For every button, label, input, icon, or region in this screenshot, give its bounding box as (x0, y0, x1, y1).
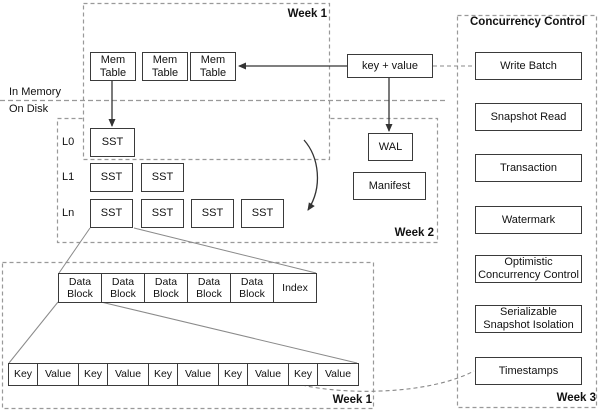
memtable-box-3: Mem Table (190, 52, 236, 81)
sst-box-ln-3: SST (191, 199, 234, 228)
data-block-cell: Data Block (187, 273, 231, 303)
data-block-cell: Data Block (58, 273, 102, 303)
compaction-curved-arrow (303, 139, 319, 211)
value-cell: Value (247, 363, 289, 386)
week3-label: Week 3 (556, 392, 596, 404)
on-disk-label: On Disk (9, 103, 49, 115)
key-cell: Key (8, 363, 38, 386)
week1-sst-detail-label: Week 1 (332, 394, 372, 406)
sst-box-ln-1: SST (90, 199, 133, 228)
key-cell: Key (78, 363, 108, 386)
key-cell: Key (218, 363, 248, 386)
value-cell: Value (107, 363, 149, 386)
level-label-ln: Ln (62, 207, 75, 219)
write-batch-box: Write Batch (475, 52, 582, 80)
sst-expansion-line-left (58, 227, 91, 274)
snapshot-read-box: Snapshot Read (475, 103, 582, 131)
key-timestamps-dashed-curve (301, 370, 475, 392)
sst-expansion-line-right (133, 227, 317, 274)
block-expansion-line-right (100, 301, 358, 364)
value-cell: Value (37, 363, 79, 386)
data-block-cell: Data Block (101, 273, 145, 303)
data-block-row: Data Block Data Block Data Block Data Bl… (58, 273, 317, 303)
concurrency-control-title: Concurrency Control (469, 16, 585, 28)
memtable-box-2: Mem Table (142, 52, 188, 81)
key-cell: Key (148, 363, 178, 386)
index-cell: Index (273, 273, 317, 303)
sst-box-ln-4: SST (241, 199, 284, 228)
week1-memory-label: Week 1 (287, 8, 327, 20)
data-block-cell: Data Block (144, 273, 188, 303)
transaction-box: Transaction (475, 154, 582, 182)
in-memory-label: In Memory (9, 86, 61, 98)
data-block-cell: Data Block (230, 273, 274, 303)
key-value-box: key + value (347, 54, 433, 78)
value-cell: Value (317, 363, 359, 386)
optimistic-concurrency-control-box: Optimistic Concurrency Control (475, 255, 582, 283)
level-label-l0: L0 (62, 136, 75, 148)
serializable-snapshot-isolation-box: Serializable Snapshot Isolation (475, 305, 582, 333)
watermark-box: Watermark (475, 206, 582, 234)
week1-sst-detail-group-box (1, 261, 375, 410)
block-expansion-line-left (8, 301, 59, 364)
timestamps-box: Timestamps (475, 357, 582, 385)
key-value-row: Key Value Key Value Key Value Key Value … (8, 363, 359, 386)
wal-box: WAL (368, 133, 413, 161)
sst-box-ln-2: SST (141, 199, 184, 228)
sst-box-l1-2: SST (141, 163, 184, 192)
sst-box-l0-1: SST (90, 128, 135, 157)
memtable-box-1: Mem Table (90, 52, 136, 81)
key-cell: Key (288, 363, 318, 386)
level-label-l1: L1 (62, 171, 75, 183)
manifest-box: Manifest (353, 172, 426, 200)
sst-box-l1-1: SST (90, 163, 133, 192)
week2-label: Week 2 (394, 227, 434, 239)
value-cell: Value (177, 363, 219, 386)
